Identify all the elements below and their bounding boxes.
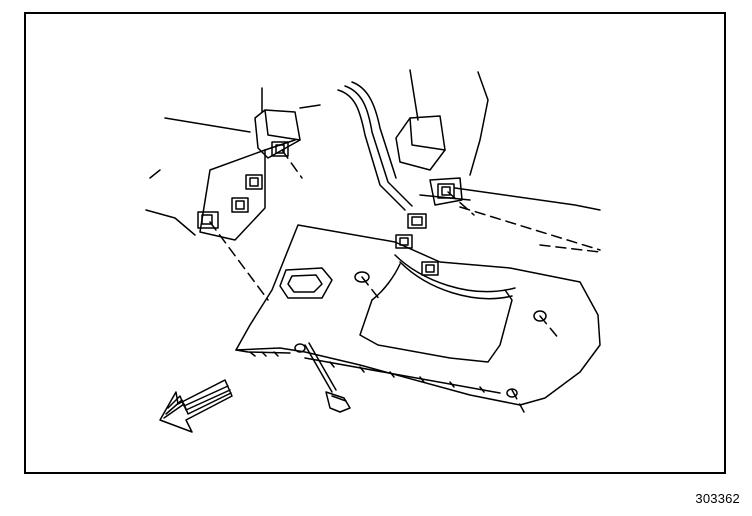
leader-lines	[209, 149, 601, 413]
left-mounting-block	[254, 109, 301, 159]
diagram-frame	[24, 12, 726, 474]
arrow-icon	[159, 379, 233, 433]
knee-bolster-panel	[235, 224, 601, 406]
left-bracket	[197, 139, 296, 241]
right-mounting-block	[395, 115, 463, 276]
figure-number: 303362	[695, 491, 740, 506]
steering-column-cable	[337, 81, 413, 211]
screw	[304, 342, 351, 413]
